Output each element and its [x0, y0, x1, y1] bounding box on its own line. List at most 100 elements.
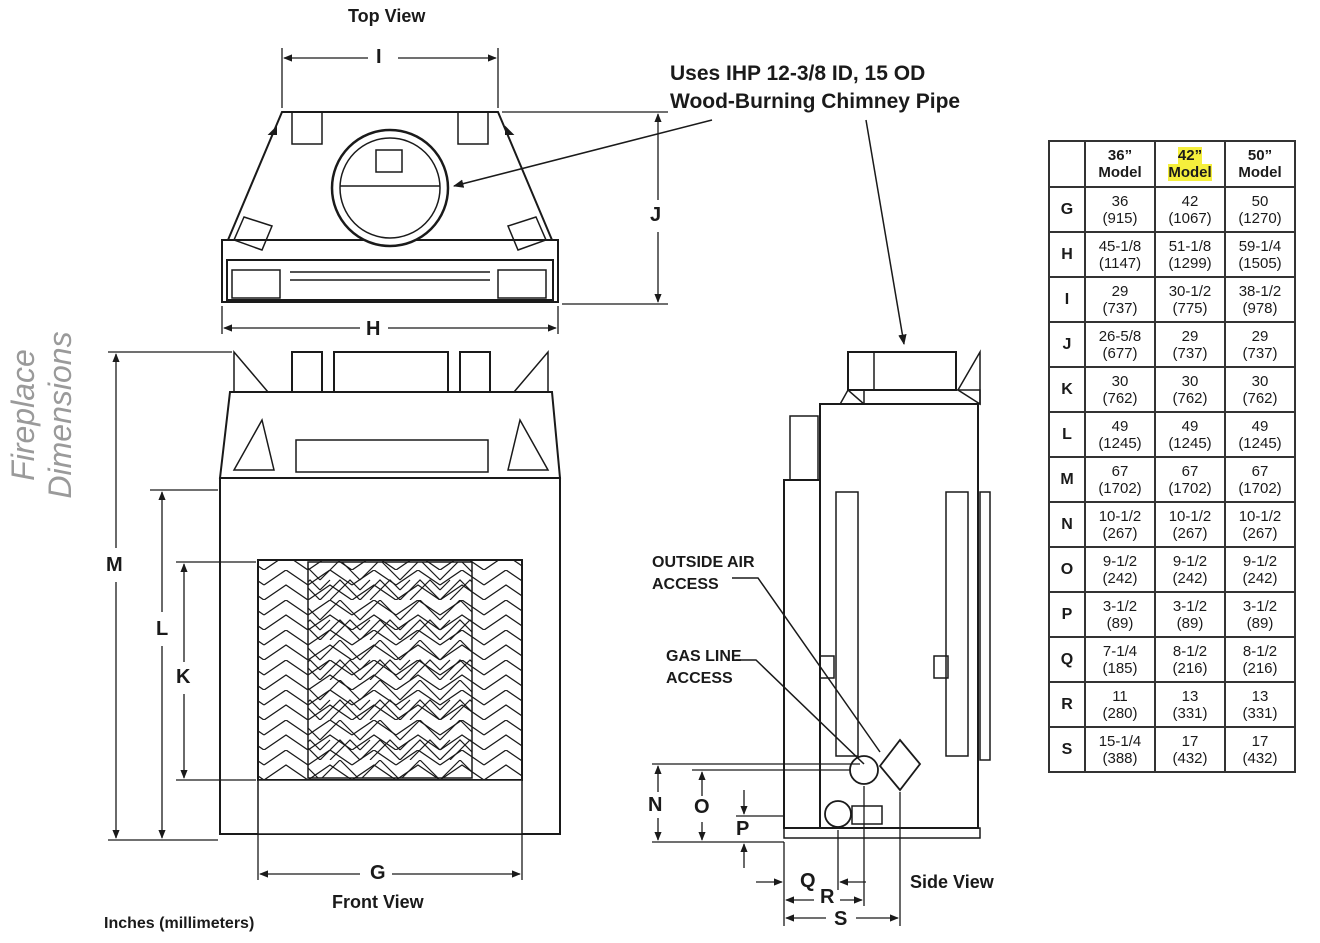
- dim-label-n: N: [648, 794, 663, 816]
- cell-inches: 51-1/8: [1168, 237, 1212, 255]
- dim-label-r: R: [820, 886, 835, 908]
- cell-inches: 67: [1111, 462, 1129, 480]
- cell-inches: 10-1/2: [1168, 507, 1212, 525]
- cell-inches: 3-1/2: [1172, 597, 1208, 615]
- column-header-line1: 42”: [1177, 147, 1203, 164]
- table-header-row: 36” Model 42” Model 50” Model: [1048, 140, 1296, 188]
- table-cell: 26-5/8(677): [1084, 321, 1156, 368]
- table-cell: 38-1/2(978): [1224, 276, 1296, 323]
- dim-label-h: H: [366, 318, 381, 340]
- cell-inches: 30: [1251, 372, 1269, 390]
- cell-millimeters: (331): [1242, 704, 1278, 722]
- column-header-42-model: 42” Model: [1154, 140, 1226, 188]
- cell-millimeters: (978): [1242, 299, 1278, 317]
- cell-millimeters: (1067): [1168, 209, 1212, 227]
- cell-millimeters: (216): [1242, 659, 1278, 677]
- cell-inches: 29: [1251, 327, 1269, 345]
- cell-inches: 29: [1111, 282, 1129, 300]
- table-cell: 42(1067): [1154, 186, 1226, 233]
- cell-inches: 67: [1251, 462, 1269, 480]
- table-cell: 29(737): [1154, 321, 1226, 368]
- cell-millimeters: (762): [1102, 389, 1138, 407]
- row-label: Q: [1048, 636, 1086, 683]
- column-header-line1: 50”: [1247, 147, 1273, 164]
- row-label: S: [1048, 726, 1086, 773]
- table-cell: 51-1/8(1299): [1154, 231, 1226, 278]
- chimney-callout-line2: Wood-Burning Chimney Pipe: [670, 90, 961, 113]
- table-cell: 9-1/2(242): [1154, 546, 1226, 593]
- cell-millimeters: (89): [1176, 614, 1204, 632]
- dim-label-j: J: [650, 204, 662, 226]
- chimney-callout-line1: Uses IHP 12-3/8 ID, 15 OD: [670, 62, 926, 85]
- row-label: M: [1048, 456, 1086, 503]
- cell-millimeters: (677): [1102, 344, 1138, 362]
- cell-millimeters: (737): [1172, 344, 1208, 362]
- cell-inches: 50: [1251, 192, 1269, 210]
- table-cell: 9-1/2(242): [1084, 546, 1156, 593]
- row-label: H: [1048, 231, 1086, 278]
- cell-inches: 15-1/4: [1098, 732, 1142, 750]
- cell-inches: 38-1/2: [1238, 282, 1282, 300]
- front-view-drawing: [218, 349, 562, 835]
- row-label: L: [1048, 411, 1086, 458]
- cell-millimeters: (737): [1102, 299, 1138, 317]
- table-cell: 30(762): [1084, 366, 1156, 413]
- cell-inches: 59-1/4: [1238, 237, 1282, 255]
- cell-millimeters: (216): [1172, 659, 1208, 677]
- table-cell: 8-1/2(216): [1224, 636, 1296, 683]
- table-cell: 17(432): [1224, 726, 1296, 773]
- cell-inches: 26-5/8: [1098, 327, 1142, 345]
- cell-millimeters: (267): [1242, 524, 1278, 542]
- units-note: Inches (millimeters): [104, 915, 255, 932]
- table-cell: 49(1245): [1154, 411, 1226, 458]
- gas-line-label-line2: ACCESS: [666, 670, 733, 687]
- cell-inches: 8-1/2: [1242, 642, 1278, 660]
- cell-inches: 3-1/2: [1102, 597, 1138, 615]
- side-view-dimensions: [652, 763, 901, 926]
- column-header-50-model: 50” Model: [1224, 140, 1296, 188]
- cell-inches: 17: [1251, 732, 1269, 750]
- cell-inches: 30-1/2: [1168, 282, 1212, 300]
- cell-millimeters: (1299): [1168, 254, 1212, 272]
- cell-inches: 3-1/2: [1242, 597, 1278, 615]
- cell-inches: 49: [1111, 417, 1129, 435]
- cell-inches: 42: [1181, 192, 1199, 210]
- side-view-drawing: [783, 349, 991, 839]
- cell-inches: 49: [1251, 417, 1269, 435]
- dim-label-o: O: [694, 796, 710, 818]
- cell-inches: 30: [1181, 372, 1199, 390]
- row-label: N: [1048, 501, 1086, 548]
- top-view-dimensions: [221, 48, 668, 334]
- column-header-line2: Model: [1098, 164, 1142, 181]
- table-cell: 30(762): [1224, 366, 1296, 413]
- table-cell: 3-1/2(89): [1084, 591, 1156, 638]
- row-label: K: [1048, 366, 1086, 413]
- column-header-36-model: 36” Model: [1084, 140, 1156, 188]
- table-cell: 3-1/2(89): [1154, 591, 1226, 638]
- cell-millimeters: (242): [1242, 569, 1278, 587]
- table-corner-cell: [1048, 140, 1086, 188]
- table-cell: 3-1/2(89): [1224, 591, 1296, 638]
- cell-inches: 17: [1181, 732, 1199, 750]
- cell-millimeters: (1245): [1168, 434, 1212, 452]
- cell-inches: 10-1/2: [1238, 507, 1282, 525]
- table-cell: 15-1/4(388): [1084, 726, 1156, 773]
- table-cell: 67(1702): [1154, 456, 1226, 503]
- cell-inches: 13: [1181, 687, 1199, 705]
- cell-inches: 7-1/4: [1102, 642, 1138, 660]
- cell-millimeters: (432): [1242, 749, 1278, 767]
- row-label: R: [1048, 681, 1086, 728]
- row-label: O: [1048, 546, 1086, 593]
- table-cell: 29(737): [1084, 276, 1156, 323]
- table-cell: 9-1/2(242): [1224, 546, 1296, 593]
- table-cell: 10-1/2(267): [1224, 501, 1296, 548]
- front-view-caption: Front View: [332, 892, 424, 912]
- cell-millimeters: (775): [1172, 299, 1208, 317]
- cell-millimeters: (1270): [1238, 209, 1282, 227]
